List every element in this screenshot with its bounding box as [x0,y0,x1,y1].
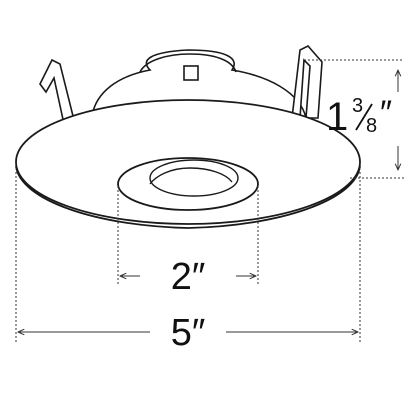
height-whole: 1 [326,95,348,139]
height-frac-den: 8 [366,115,377,137]
diameter-dimension [15,172,361,342]
right-spring-clip [291,45,323,119]
aperture-label: 2″ [171,256,206,298]
left-spring-clip [39,58,75,126]
height-label: 1 3 8 ″ [326,94,392,139]
height-frac-num: 3 [352,95,363,117]
height-unit: ″ [380,94,392,132]
aperture-dimension [117,186,259,284]
trim-aperture [117,157,259,211]
height-dimension [304,59,404,179]
fraction-slash [355,103,373,131]
diameter-label: 5″ [171,312,206,354]
housing-tab [183,65,199,81]
